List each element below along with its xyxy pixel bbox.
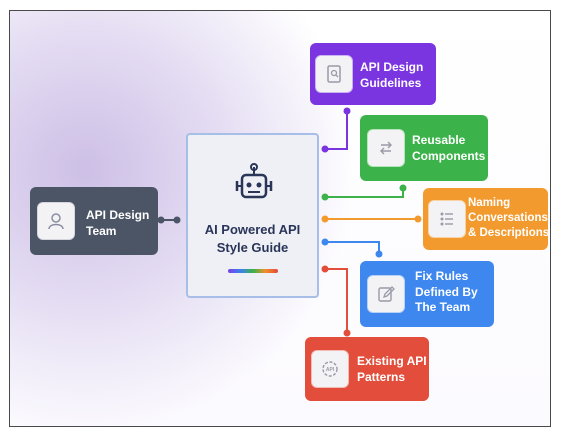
team-card: API Design Team — [30, 187, 158, 255]
edit-icon — [367, 275, 405, 313]
connector-lines — [157, 107, 422, 337]
list-icon — [428, 200, 466, 238]
branch-label-components: Reusable Components — [412, 133, 486, 163]
branch-card-guidelines: API Design Guidelines — [310, 43, 436, 105]
branch-label-guidelines: API Design Guidelines — [360, 60, 424, 90]
branch-card-naming: Naming Conversations & Descriptions — [423, 188, 550, 250]
swap-arrows-icon — [367, 129, 405, 167]
diagram-frame: API Design Team AI Powered API Style Gui… — [9, 10, 551, 427]
team-label: API Design Team — [86, 208, 150, 238]
branch-card-rules: Fix Rules Defined By The Team — [360, 261, 494, 327]
api-gear-icon: API — [311, 350, 349, 388]
rainbow-bar — [228, 269, 278, 273]
svg-text:API: API — [326, 367, 335, 373]
robot-icon — [234, 163, 274, 212]
person-icon — [37, 202, 75, 240]
branch-label-patterns: Existing API Patterns — [357, 354, 427, 384]
central-card: AI Powered API Style Guide — [186, 133, 319, 298]
branch-card-components: Reusable Components — [360, 115, 488, 181]
branch-card-patterns: API Existing API Patterns — [305, 337, 429, 401]
branch-label-rules: Fix Rules Defined By The Team — [415, 269, 478, 315]
connector-dot — [157, 216, 165, 224]
document-search-icon — [315, 55, 353, 93]
branch-label-naming: Naming Conversations & Descriptions — [468, 197, 550, 239]
connector-dot — [173, 216, 181, 224]
central-title: AI Powered API Style Guide — [204, 222, 301, 255]
